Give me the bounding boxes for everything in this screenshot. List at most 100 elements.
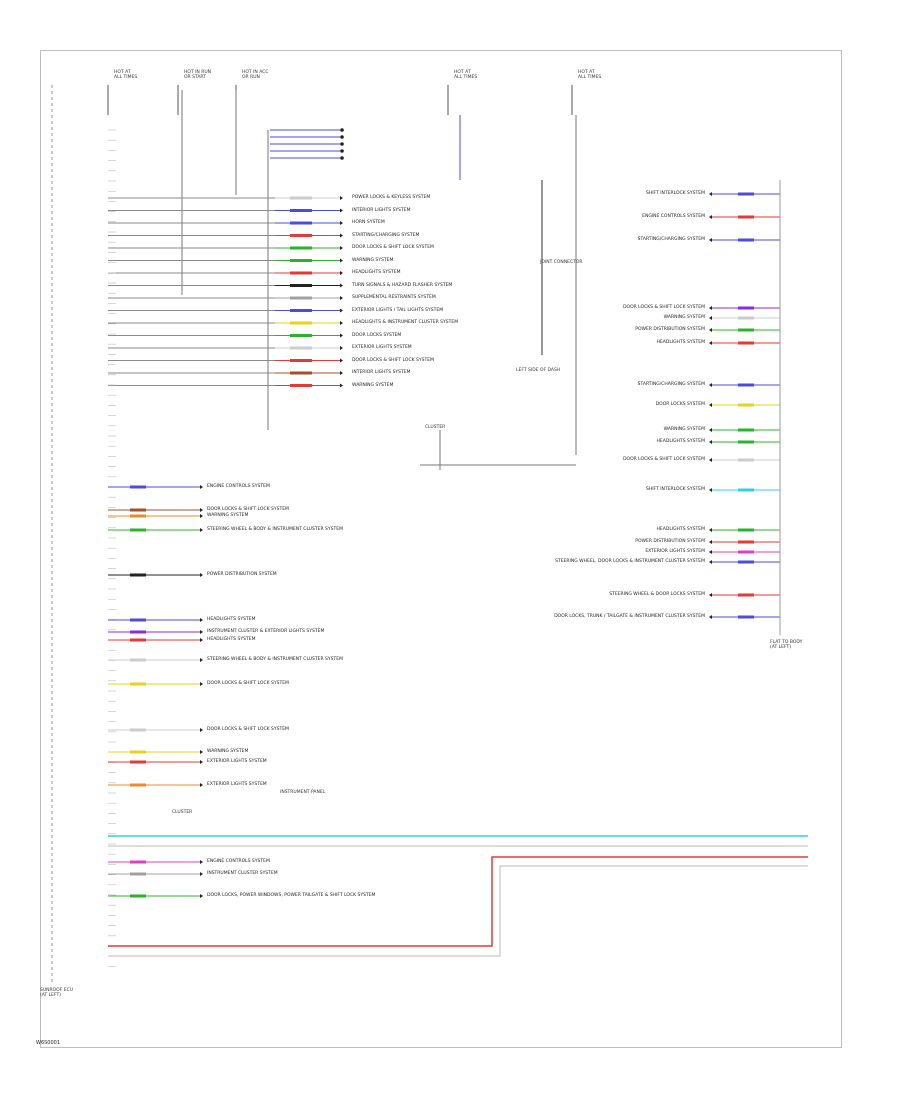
wire-color-tag <box>738 540 754 544</box>
system-arrow-icon <box>200 728 203 732</box>
system-arrow-icon <box>200 872 203 876</box>
system-arrow-icon <box>340 221 343 225</box>
system-label: STEERING WHEEL & DOOR LOCKS SYSTEM <box>609 592 705 597</box>
system-arrow-icon <box>200 618 203 622</box>
system-label: DOOR LOCKS & SHIFT LOCK SYSTEM <box>623 305 705 310</box>
system-label: TURN SIGNALS & HAZARD FLASHER SYSTEM <box>352 282 453 288</box>
top-block-label: HOT AT <box>578 70 595 75</box>
system-arrow-icon <box>709 306 712 310</box>
wire-color-tag <box>130 508 146 512</box>
system-arrow-icon <box>340 358 343 363</box>
wire-color-tag <box>738 341 754 345</box>
wire-color-tag <box>738 215 754 219</box>
system-label: DOOR LOCKS & SHIFT LOCK SYSTEM <box>207 727 289 732</box>
wire-color-tag <box>738 192 754 196</box>
system-label: ENGINE CONTROLS SYSTEM <box>642 214 705 219</box>
system-arrow-icon <box>200 860 203 864</box>
system-arrow-icon <box>340 283 343 288</box>
system-label: POWER DISTRIBUTION SYSTEM <box>635 327 705 332</box>
system-arrow-icon <box>200 573 203 577</box>
system-arrow-icon <box>709 316 712 320</box>
system-label: INSTRUMENT CLUSTER SYSTEM <box>207 871 278 876</box>
system-arrow-icon <box>200 750 203 754</box>
wire-color-tag <box>130 750 146 754</box>
system-arrow-icon <box>200 630 203 634</box>
top-block-label: OR START <box>184 75 206 80</box>
system-label: EXTERIOR LIGHTS SYSTEM <box>207 782 267 787</box>
red-long-wire <box>108 856 808 947</box>
top-block-label: HOT IN ACC <box>242 70 269 75</box>
system-label: EXTERIOR LIGHTS SYSTEM <box>352 345 412 350</box>
wire-color-tag <box>738 593 754 597</box>
system-label: INTERIOR LIGHTS SYSTEM <box>352 207 411 213</box>
system-label: DOOR LOCKS & SHIFT LOCK SYSTEM <box>352 357 434 363</box>
system-arrow-icon <box>340 233 343 238</box>
system-label: DOOR LOCKS & SHIFT LOCK SYSTEM <box>207 681 289 686</box>
system-arrow-icon <box>709 593 712 597</box>
system-label: EXTERIOR LIGHTS / TAIL LIGHTS SYSTEM <box>352 307 444 313</box>
system-arrow-icon <box>340 246 343 250</box>
gray-long-wire <box>108 865 808 957</box>
system-arrow-icon <box>340 271 343 275</box>
system-label: DOOR LOCKS & SHIFT LOCK SYSTEM <box>352 245 434 250</box>
system-label: HEADLIGHTS SYSTEM <box>656 340 705 345</box>
system-arrow-icon <box>200 514 203 518</box>
wire-color-tag <box>738 316 754 320</box>
system-arrow-icon <box>340 296 343 300</box>
system-arrow-icon <box>340 346 343 350</box>
system-label: WARNING SYSTEM <box>663 427 705 432</box>
wire-color-tag <box>130 618 146 622</box>
wire-color-tag <box>130 783 146 787</box>
system-label: SHIFT INTERLOCK SYSTEM <box>645 191 705 196</box>
system-arrow-icon <box>200 682 203 686</box>
system-arrow-icon <box>200 658 203 662</box>
system-label: STARTING/CHARGING SYSTEM <box>637 382 705 387</box>
wire-color-tag <box>130 514 146 518</box>
wire-color-tag <box>738 440 754 444</box>
system-label: DOOR LOCKS SYSTEM <box>655 402 705 407</box>
wire-color-tag <box>130 638 146 642</box>
system-arrow-icon <box>709 238 712 242</box>
system-label: DOOR LOCKS & SHIFT LOCK SYSTEM <box>207 507 289 512</box>
wire-color-tag <box>738 615 754 619</box>
system-arrow-icon <box>709 550 712 554</box>
system-arrow-icon <box>340 258 343 263</box>
top-block-label: OR RUN <box>242 75 260 80</box>
wire-color-tag <box>130 485 146 489</box>
system-arrow-icon <box>709 428 712 432</box>
system-label: STEERING WHEEL, DOOR LOCKS & INSTRUMENT … <box>555 559 705 564</box>
wire-color-tag <box>130 872 146 876</box>
system-label: SUPPLEMENTAL RESTRAINTS SYSTEM <box>352 295 436 300</box>
system-arrow-icon <box>709 215 712 219</box>
system-label: EXTERIOR LIGHTS SYSTEM <box>207 759 267 764</box>
system-label: STARTING/CHARGING SYSTEM <box>637 237 705 242</box>
system-label: WARNING SYSTEM <box>352 257 394 263</box>
system-arrow-icon <box>340 321 343 325</box>
system-label: HEADLIGHTS SYSTEM <box>656 527 705 532</box>
system-label: HEADLIGHTS SYSTEM <box>656 439 705 444</box>
system-label: INSTRUMENT CLUSTER & EXTERIOR LIGHTS SYS… <box>207 629 325 634</box>
wire-color-tag <box>738 383 754 387</box>
wire-color-tag <box>738 458 754 462</box>
system-label: WARNING SYSTEM <box>352 382 394 388</box>
system-arrow-icon <box>709 488 712 492</box>
top-block-label: HOT IN RUN <box>184 70 212 75</box>
system-label: INTERIOR LIGHTS SYSTEM <box>352 370 411 375</box>
wire-color-tag <box>738 550 754 554</box>
system-label: HORN SYSTEM <box>352 220 385 225</box>
system-arrow-icon <box>709 458 712 462</box>
system-label: POWER DISTRIBUTION SYSTEM <box>635 539 705 544</box>
system-label: WARNING SYSTEM <box>207 513 249 518</box>
right-module-label: FLAT TO BODY (AT LEFT) <box>770 640 803 650</box>
system-arrow-icon <box>709 403 712 407</box>
wire-color-tag <box>130 728 146 732</box>
connector-terminal <box>340 142 344 146</box>
system-label: HEADLIGHTS SYSTEM <box>207 637 256 642</box>
system-label: HEADLIGHTS SYSTEM <box>207 617 256 622</box>
system-label: HEADLIGHTS & INSTRUMENT CLUSTER SYSTEM <box>352 320 459 325</box>
system-arrow-icon <box>200 528 203 532</box>
system-arrow-icon <box>709 615 712 619</box>
connector-terminal <box>340 128 344 132</box>
wire-color-tag <box>738 488 754 492</box>
system-arrow-icon <box>340 371 343 375</box>
